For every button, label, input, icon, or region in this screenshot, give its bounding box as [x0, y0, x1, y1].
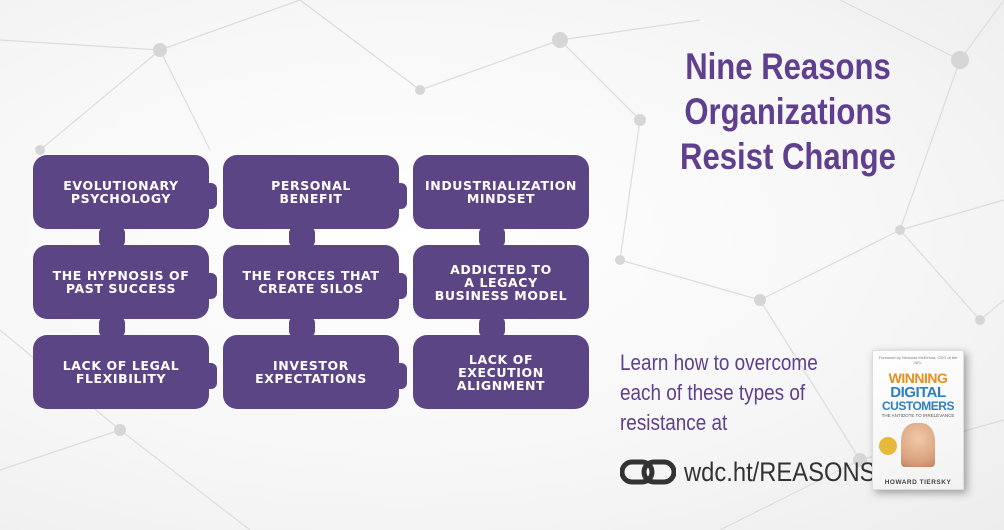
award-badge-icon: [879, 437, 897, 455]
reason-text-line: EVOLUTIONARY: [63, 178, 179, 193]
reason-text-line: A LEGACY: [464, 274, 538, 290]
reason-text-line: PSYCHOLOGY: [70, 191, 172, 206]
headline-line-1: Nine Reasons: [685, 46, 891, 87]
book-author: HOWARD TIERSKY: [884, 479, 952, 486]
reason-text-line: LACK OF LEGAL: [62, 358, 180, 373]
reason-text-line: EXECUTION: [458, 364, 544, 380]
puzzle-connector: [479, 317, 505, 337]
puzzle-connector: [99, 227, 125, 247]
book-title-line-3: CUSTOMERS: [882, 399, 954, 413]
headline-line-2: Organizations: [684, 91, 892, 132]
book-title-line-1: WINNING: [888, 370, 948, 386]
puzzle-connector: [289, 317, 315, 337]
book-subtitle: THE ANTIDOTE TO IRRELEVANCE: [881, 413, 955, 418]
reasons-link[interactable]: wdc.ht/REASONS: [620, 452, 902, 492]
reason-text-line: BUSINESS MODEL: [434, 287, 568, 303]
reason-text-line: PAST SUCCESS: [65, 281, 177, 296]
headline: Nine Reasons Organizations Resist Change: [672, 44, 904, 179]
reason-text-line: BENEFIT: [279, 191, 343, 206]
reason-text-line: INDUSTRIALIZATION: [425, 178, 577, 193]
learn-more-text: Learn how to overcome each of these type…: [620, 348, 826, 438]
reason-text-line: INVESTOR: [273, 358, 349, 373]
reason-text-line: ADDICTED TO: [450, 261, 552, 277]
reason-text-line: EXPECTATIONS: [255, 371, 367, 386]
reason-text-line: MINDSET: [466, 191, 536, 206]
learn-more-line-1: Learn how to overcome: [620, 350, 818, 375]
reason-text-line: THE FORCES THAT: [242, 268, 380, 283]
learn-more-line-3: resistance at: [620, 410, 728, 435]
reason-text-line: FLEXIBILITY: [75, 371, 167, 386]
puzzle-connector: [479, 227, 505, 247]
puzzle-connector: [289, 227, 315, 247]
reason-text-line: CREATE SILOS: [258, 281, 364, 296]
book-foreword: Foreword by Nicholas McKenna, CEO of the…: [878, 355, 958, 365]
reasons-link-url[interactable]: wdc.ht/REASONS: [684, 456, 876, 487]
puzzle-connector: [99, 317, 125, 337]
reason-text-line: LACK OF: [468, 351, 534, 367]
reason-text-line: ALIGNMENT: [456, 377, 546, 393]
book-title-line-2: DIGITAL: [890, 384, 946, 401]
book-cover-image: Foreword by Nicholas McKenna, CEO of the…: [872, 350, 964, 490]
learn-more-line-2: each of these types of: [620, 380, 806, 405]
hand-illustration: [901, 423, 935, 467]
link-icon: [620, 459, 676, 485]
reason-text-line: PERSONAL: [271, 178, 351, 193]
headline-line-3: Resist Change: [680, 136, 896, 177]
reason-text-line: THE HYPNOSIS OF: [52, 268, 190, 283]
